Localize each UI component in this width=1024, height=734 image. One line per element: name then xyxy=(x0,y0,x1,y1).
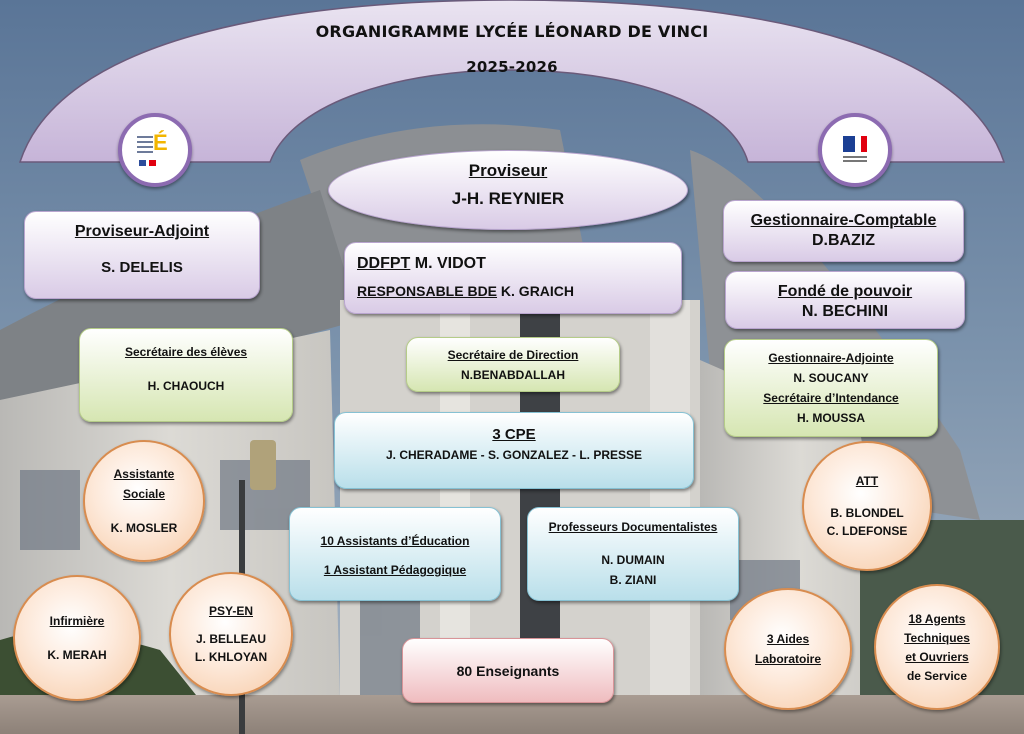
secretaire-intendance-name: H. MOUSSA xyxy=(796,411,865,425)
aides-laboratoire-line-1: 3 Aides xyxy=(766,632,810,646)
aides-laboratoire-node: 3 Aides Laboratoire xyxy=(724,588,852,710)
fonde-name: N. BECHINI xyxy=(801,303,889,320)
marianne-flag-icon xyxy=(835,130,875,170)
education-nationale-icon: É xyxy=(135,130,175,170)
ddfpt-role: DDFPT xyxy=(357,255,411,272)
secretaire-direction-role: Secrétaire de Direction xyxy=(447,348,579,362)
agents-line-3: et Ouvriers xyxy=(905,649,969,664)
secretaire-eleves-role: Secrétaire des élèves xyxy=(124,345,248,359)
fonde-role: Fondé de pouvoir xyxy=(777,283,913,300)
infirmiere-node: Infirmière K. MERAH xyxy=(13,575,141,701)
bde-role: RESPONSABLE BDE xyxy=(357,283,498,299)
att-node: ATT B. BLONDEL C. LDEFONSE xyxy=(802,441,932,571)
assistants-education-label: 10 Assistants d’Éducation xyxy=(320,534,470,548)
secretaire-direction-node: Secrétaire de Direction N.BENABDALLAH xyxy=(406,337,620,392)
gestionnaire-adjointe-name: N. SOUCANY xyxy=(793,371,869,385)
gestionnaire-adjointe-role: Gestionnaire-Adjointe xyxy=(768,351,894,365)
psy-en-name-2: L. KHLOYAN xyxy=(194,650,268,664)
agents-line-1: 18 Agents xyxy=(908,611,966,626)
assistante-sociale-name: K. MOSLER xyxy=(110,521,178,535)
proviseur-adjoint-role: Proviseur-Adjoint xyxy=(74,223,210,240)
documentaliste-name-2: B. ZIANI xyxy=(609,573,657,587)
gestionnaire-adjointe-node: Gestionnaire-Adjointe N. SOUCANY Secréta… xyxy=(724,339,938,437)
att-name-2: C. LDEFONSE xyxy=(826,524,908,538)
assistante-sociale-node: Assistante Sociale K. MOSLER xyxy=(83,440,205,562)
cpe-role: 3 CPE xyxy=(492,426,536,443)
documentalistes-node: Professeurs Documentalistes N. DUMAIN B.… xyxy=(527,507,739,601)
assistant-pedagogique-label: 1 Assistant Pédagogique xyxy=(323,563,467,577)
documentaliste-name-1: N. DUMAIN xyxy=(601,553,665,567)
ddfpt-node: DDFPT M. VIDOT RESPONSABLE BDE K. GRAICH xyxy=(344,242,682,314)
agents-line-4: de Service xyxy=(906,668,968,683)
att-name-1: B. BLONDEL xyxy=(830,506,904,520)
title-arch xyxy=(18,0,1006,163)
infirmiere-role: Infirmière xyxy=(49,614,105,628)
att-role: ATT xyxy=(855,474,879,488)
school-year: 2025-2026 xyxy=(466,58,558,76)
ddfpt-name: M. VIDOT xyxy=(414,255,486,272)
proviseur-adjoint-node: Proviseur-Adjoint S. DELELIS xyxy=(24,211,260,299)
agents-line-2: Techniques xyxy=(904,630,970,645)
proviseur-node: Proviseur J-H. REYNIER xyxy=(328,150,688,230)
secretaire-eleves-name: H. CHAOUCH xyxy=(147,379,225,393)
bde-name: K. GRAICH xyxy=(500,283,575,299)
republique-francaise-logo xyxy=(818,113,892,187)
documentalistes-role: Professeurs Documentalistes xyxy=(548,520,718,534)
secretaire-direction-name: N.BENABDALLAH xyxy=(461,368,565,382)
enseignants-node: 80 Enseignants xyxy=(402,638,614,703)
proviseur-role: Proviseur xyxy=(468,161,548,180)
agents-techniques-node: 18 Agents Techniques et Ouvriers de Serv… xyxy=(874,584,1000,710)
gestionnaire-role: Gestionnaire-Comptable xyxy=(750,212,937,229)
assistante-sociale-role-1: Assistante xyxy=(113,467,175,481)
aides-laboratoire-line-2: Laboratoire xyxy=(754,652,821,666)
psy-en-name-1: J. BELLEAU xyxy=(195,632,266,646)
gestionnaire-comptable-node: Gestionnaire-Comptable D.BAZIZ xyxy=(723,200,964,262)
assistante-sociale-role-2: Sociale xyxy=(122,487,166,501)
enseignants-label: 80 Enseignants xyxy=(456,663,560,679)
chart-title: ORGANIGRAMME LYCÉE LÉONARD DE VINCI xyxy=(315,22,709,41)
cpe-names: J. CHERADAME - S. GONZALEZ - L. PRESSE xyxy=(385,448,643,462)
proviseur-adjoint-name: S. DELELIS xyxy=(101,259,183,276)
secretaire-intendance-role: Secrétaire d’Intendance xyxy=(763,391,899,405)
proviseur-name: J-H. REYNIER xyxy=(451,189,565,208)
psy-en-role: PSY-EN xyxy=(208,604,253,618)
fonde-de-pouvoir-node: Fondé de pouvoir N. BECHINI xyxy=(725,271,965,329)
gestionnaire-name: D.BAZIZ xyxy=(811,232,876,249)
infirmiere-name: K. MERAH xyxy=(47,648,107,662)
psy-en-node: PSY-EN J. BELLEAU L. KHLOYAN xyxy=(169,572,293,696)
cpe-node: 3 CPE J. CHERADAME - S. GONZALEZ - L. PR… xyxy=(334,412,694,489)
ministere-education-logo: É xyxy=(118,113,192,187)
assistants-education-node: 10 Assistants d’Éducation 1 Assistant Pé… xyxy=(289,507,501,601)
secretaire-eleves-node: Secrétaire des élèves H. CHAOUCH xyxy=(79,328,293,422)
